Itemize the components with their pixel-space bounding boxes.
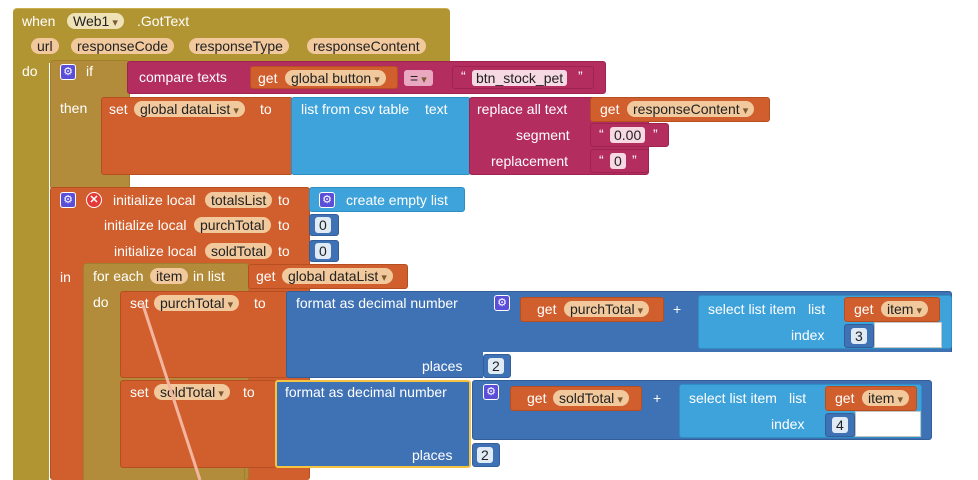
- set-label: set: [109, 101, 128, 117]
- param-url[interactable]: url: [31, 38, 59, 54]
- item-dropdown[interactable]: item: [881, 301, 929, 317]
- param-response-type[interactable]: responseType: [189, 38, 289, 54]
- close-quote: ”: [653, 126, 658, 142]
- initialize-local-label: initialize local: [113, 192, 196, 208]
- places-notch-gap: [483, 352, 952, 379]
- plus-operator: +: [673, 301, 682, 317]
- btn-stock-pet-string[interactable]: btn_stock_pet: [472, 70, 568, 86]
- item-dropdown[interactable]: item: [862, 390, 910, 406]
- operator-dropdown[interactable]: =: [404, 70, 433, 86]
- open-quote: “: [599, 126, 604, 142]
- format-decimal-label: format as decimal number: [296, 295, 458, 311]
- create-empty-list-label: create empty list: [346, 192, 448, 208]
- empty-slot: [855, 411, 921, 437]
- local-var-purchtotal[interactable]: purchTotal: [194, 217, 271, 233]
- purchtotal-dropdown[interactable]: purchTotal: [154, 295, 240, 311]
- format-decimal-label: format as decimal number: [285, 384, 447, 400]
- item-variable[interactable]: item: [150, 268, 189, 284]
- gear-icon[interactable]: ⚙: [60, 64, 76, 80]
- to-label: to: [278, 217, 290, 233]
- local-var-totalslist[interactable]: totalsList: [205, 192, 273, 208]
- get-label: get: [600, 101, 620, 117]
- global-datalist-dropdown[interactable]: global dataList: [134, 101, 245, 117]
- get-label: get: [835, 390, 855, 406]
- soldtotal-dropdown[interactable]: soldTotal: [154, 384, 230, 400]
- index-value[interactable]: 4: [832, 417, 848, 433]
- list-label: list: [789, 390, 807, 406]
- format-decimal-block-sold[interactable]: [275, 380, 471, 468]
- segment-label: segment: [516, 127, 570, 143]
- get-label: get: [537, 301, 557, 317]
- plus-operator: +: [653, 390, 662, 406]
- index-label: index: [791, 327, 825, 343]
- event-block-spine: [13, 60, 49, 480]
- gear-icon[interactable]: ⚙: [60, 192, 76, 208]
- segment-string[interactable]: 0.00: [610, 127, 646, 143]
- initialize-local-label: initialize local: [114, 243, 197, 259]
- to-label: to: [278, 243, 290, 259]
- close-quote: ”: [578, 68, 583, 84]
- list-from-csv-table-block[interactable]: [291, 97, 471, 175]
- replacement-label: replacement: [491, 153, 569, 169]
- list-label: list: [808, 301, 826, 317]
- empty-slot: [874, 322, 942, 348]
- when-keyword: when: [22, 13, 56, 29]
- purchtotal-get-dropdown[interactable]: purchTotal: [564, 301, 650, 317]
- do-keyword: do: [22, 63, 38, 79]
- response-content-dropdown[interactable]: responseContent: [627, 101, 755, 117]
- initialize-local-label: initialize local: [104, 217, 187, 233]
- set-label: set: [130, 384, 149, 400]
- get-label: get: [854, 301, 874, 317]
- replace-all-text-label: replace all text: [477, 101, 568, 117]
- replacement-string[interactable]: 0: [610, 153, 626, 169]
- compare-texts-label: compare texts: [139, 69, 227, 85]
- gear-icon[interactable]: ⚙: [483, 384, 499, 400]
- global-button-dropdown[interactable]: global button: [285, 70, 386, 86]
- component-dropdown[interactable]: Web1: [67, 13, 124, 29]
- places-value[interactable]: 2: [488, 358, 504, 374]
- to-label: to: [260, 101, 272, 117]
- in-list-label: in list: [193, 268, 225, 284]
- if-keyword: if: [86, 63, 93, 79]
- to-label: to: [278, 192, 290, 208]
- set-label: set: [130, 295, 149, 311]
- then-keyword: then: [60, 100, 88, 116]
- open-quote: “: [599, 152, 604, 168]
- gear-icon[interactable]: ⚙: [494, 295, 510, 311]
- close-quote: ”: [632, 152, 637, 168]
- param-response-content[interactable]: responseContent: [307, 38, 426, 54]
- index-value[interactable]: 3: [851, 328, 867, 344]
- open-quote: “: [461, 68, 466, 84]
- number-value-zero[interactable]: 0: [315, 243, 331, 259]
- index-label: index: [771, 416, 805, 432]
- soldtotal-get-dropdown[interactable]: soldTotal: [553, 390, 629, 406]
- do-keyword: do: [93, 294, 109, 310]
- select-list-item-label: select list item: [708, 301, 796, 317]
- csv-text-label: text: [425, 101, 448, 117]
- places-value[interactable]: 2: [477, 447, 493, 463]
- local-var-soldtotal[interactable]: soldTotal: [205, 243, 273, 259]
- number-value-zero[interactable]: 0: [315, 217, 331, 233]
- gear-icon[interactable]: ⚙: [319, 192, 335, 208]
- get-label: get: [256, 268, 276, 284]
- get-label: get: [258, 70, 278, 86]
- param-response-code[interactable]: responseCode: [71, 38, 175, 54]
- for-each-label: for each: [93, 268, 144, 284]
- get-label: get: [527, 390, 547, 406]
- select-list-item-label: select list item: [689, 390, 777, 406]
- to-label: to: [243, 384, 255, 400]
- for-each-bottom: [83, 468, 245, 480]
- csv-table-label: list from csv table: [301, 101, 410, 117]
- in-keyword: in: [60, 269, 71, 285]
- places-label: places: [412, 447, 453, 463]
- places-label: places: [422, 358, 463, 374]
- global-datalist-dropdown[interactable]: global dataList: [282, 268, 393, 284]
- to-label: to: [254, 295, 266, 311]
- error-icon[interactable]: ✕: [86, 192, 102, 208]
- event-name: .GotText: [137, 13, 190, 29]
- create-empty-list-block[interactable]: [309, 187, 465, 212]
